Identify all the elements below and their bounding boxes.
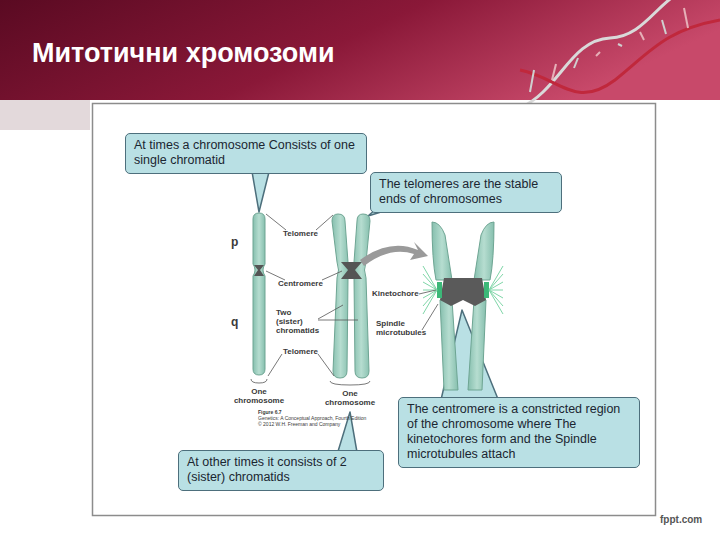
microtubule xyxy=(423,290,437,314)
arm-label: p xyxy=(231,236,238,250)
microtubule xyxy=(423,266,437,290)
banner-strip xyxy=(0,100,90,130)
dna-rung xyxy=(596,52,600,56)
microtubule xyxy=(423,274,437,290)
microtubule xyxy=(489,290,503,306)
part-label: Two (sister) chromatids xyxy=(276,308,320,336)
callout-text: The centromere is a constricted region o… xyxy=(407,402,631,462)
microtubule xyxy=(489,290,503,314)
part-label: Spindle microtubules xyxy=(376,319,424,337)
callout-box: At times a chromosome Consists of one si… xyxy=(125,133,367,174)
callout-text: The telomeres are the stable ends of chr… xyxy=(379,177,553,207)
dna-rung xyxy=(552,64,556,80)
figure-credit: Genetics: A Conceptual Approach, Fourth … xyxy=(258,416,366,422)
microtubule xyxy=(423,282,437,290)
figure-panel xyxy=(93,104,656,516)
arm-label: q xyxy=(231,316,238,330)
dna-rung xyxy=(618,44,622,46)
callout-text: At times a chromosome Consists of one si… xyxy=(134,138,358,168)
microtubule xyxy=(489,266,503,290)
callout-text: At other times it consists of 2 (sister)… xyxy=(187,455,375,485)
dna-rung xyxy=(530,70,534,92)
slide-title: Митотични хромозоми xyxy=(32,38,335,69)
kinetochore-detail xyxy=(423,222,503,390)
two-chromatid-chromosome xyxy=(332,214,370,378)
centromere-detail xyxy=(440,278,486,306)
centromere xyxy=(341,262,362,279)
microtubule xyxy=(489,290,503,291)
part-label: One chromosome xyxy=(322,389,378,407)
part-label: Kinetochore xyxy=(372,289,419,298)
dna-helix xyxy=(520,0,720,108)
centromere xyxy=(254,265,264,276)
single-chromatid-chromosome xyxy=(253,213,265,375)
part-label: Telomere xyxy=(283,347,318,356)
title-banner xyxy=(0,0,720,100)
figure-credit: © 2012 W.H. Freeman and Company xyxy=(258,422,340,428)
dna-rung xyxy=(574,58,578,68)
dna-rung xyxy=(684,8,688,28)
microtubule xyxy=(489,274,503,290)
part-label: Telomere xyxy=(283,229,318,238)
dna-rung xyxy=(640,32,644,40)
zoom-arrow xyxy=(360,242,428,266)
leader-lines xyxy=(251,214,438,385)
part-label: Centromere xyxy=(278,279,323,288)
callout-box: The centromere is a constricted region o… xyxy=(398,397,640,468)
figure-credit: Figure 6.7 xyxy=(258,410,282,416)
dna-rung xyxy=(662,20,666,34)
microtubule xyxy=(489,282,503,290)
kinetochore xyxy=(484,282,489,298)
callout-box: The telomeres are the stable ends of chr… xyxy=(370,172,562,213)
callout-box: At other times it consists of 2 (sister)… xyxy=(178,450,384,491)
part-label: One chromosome xyxy=(231,387,287,405)
watermark: fppt.com xyxy=(660,514,702,526)
kinetochore xyxy=(437,282,442,298)
